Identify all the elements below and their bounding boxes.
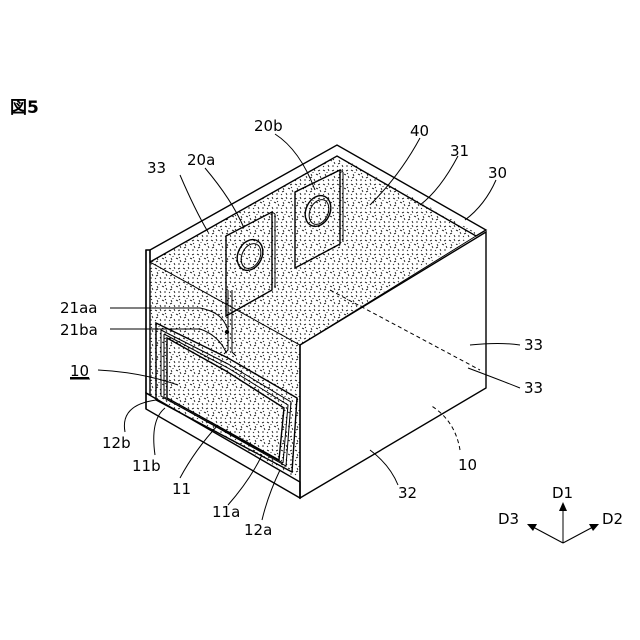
leader-11: [180, 425, 218, 478]
axis-d2-line: [563, 527, 593, 543]
leader-32: [370, 450, 398, 485]
axis-d1-label: D1: [552, 484, 573, 502]
label-31: 31: [450, 142, 469, 160]
leader-31: [420, 156, 458, 205]
label-11: 11: [172, 480, 191, 498]
label-21ba: 21ba: [60, 321, 98, 339]
tab-joint-point: [225, 330, 229, 334]
axis-d3-line: [533, 527, 563, 543]
label-20a: 20a: [187, 151, 215, 169]
label-40: 40: [410, 122, 429, 140]
leader-33-top: [180, 175, 208, 232]
leader-33-r2: [468, 368, 520, 388]
axis-d2-label: D2: [602, 510, 623, 528]
label-12a: 12a: [244, 521, 272, 539]
leader-12b: [124, 400, 156, 432]
label-21aa: 21aa: [60, 299, 97, 317]
label-33-top: 33: [147, 159, 166, 177]
axis-d2-arrow: [589, 524, 599, 531]
leader-30: [465, 180, 496, 220]
filler-40-surface: [150, 155, 476, 480]
label-12b: 12b: [102, 434, 131, 452]
label-33-r1: 33: [524, 336, 543, 354]
leader-11a: [228, 455, 262, 505]
label-33-r2: 33: [524, 379, 543, 397]
label-30: 30: [488, 164, 507, 182]
direction-axes: D1 D2 D3: [498, 484, 623, 543]
axis-d1-arrow: [559, 502, 567, 511]
figure-title: 図5: [10, 98, 39, 118]
label-32: 32: [398, 484, 417, 502]
label-11b: 11b: [132, 457, 161, 475]
label-11a: 11a: [212, 503, 240, 521]
axis-d3-arrow: [527, 524, 537, 531]
label-10-left: 10: [70, 362, 89, 380]
label-20b: 20b: [254, 117, 283, 135]
axis-d3-label: D3: [498, 510, 519, 528]
label-10-right: 10: [458, 456, 477, 474]
leader-33-r1: [470, 344, 520, 346]
